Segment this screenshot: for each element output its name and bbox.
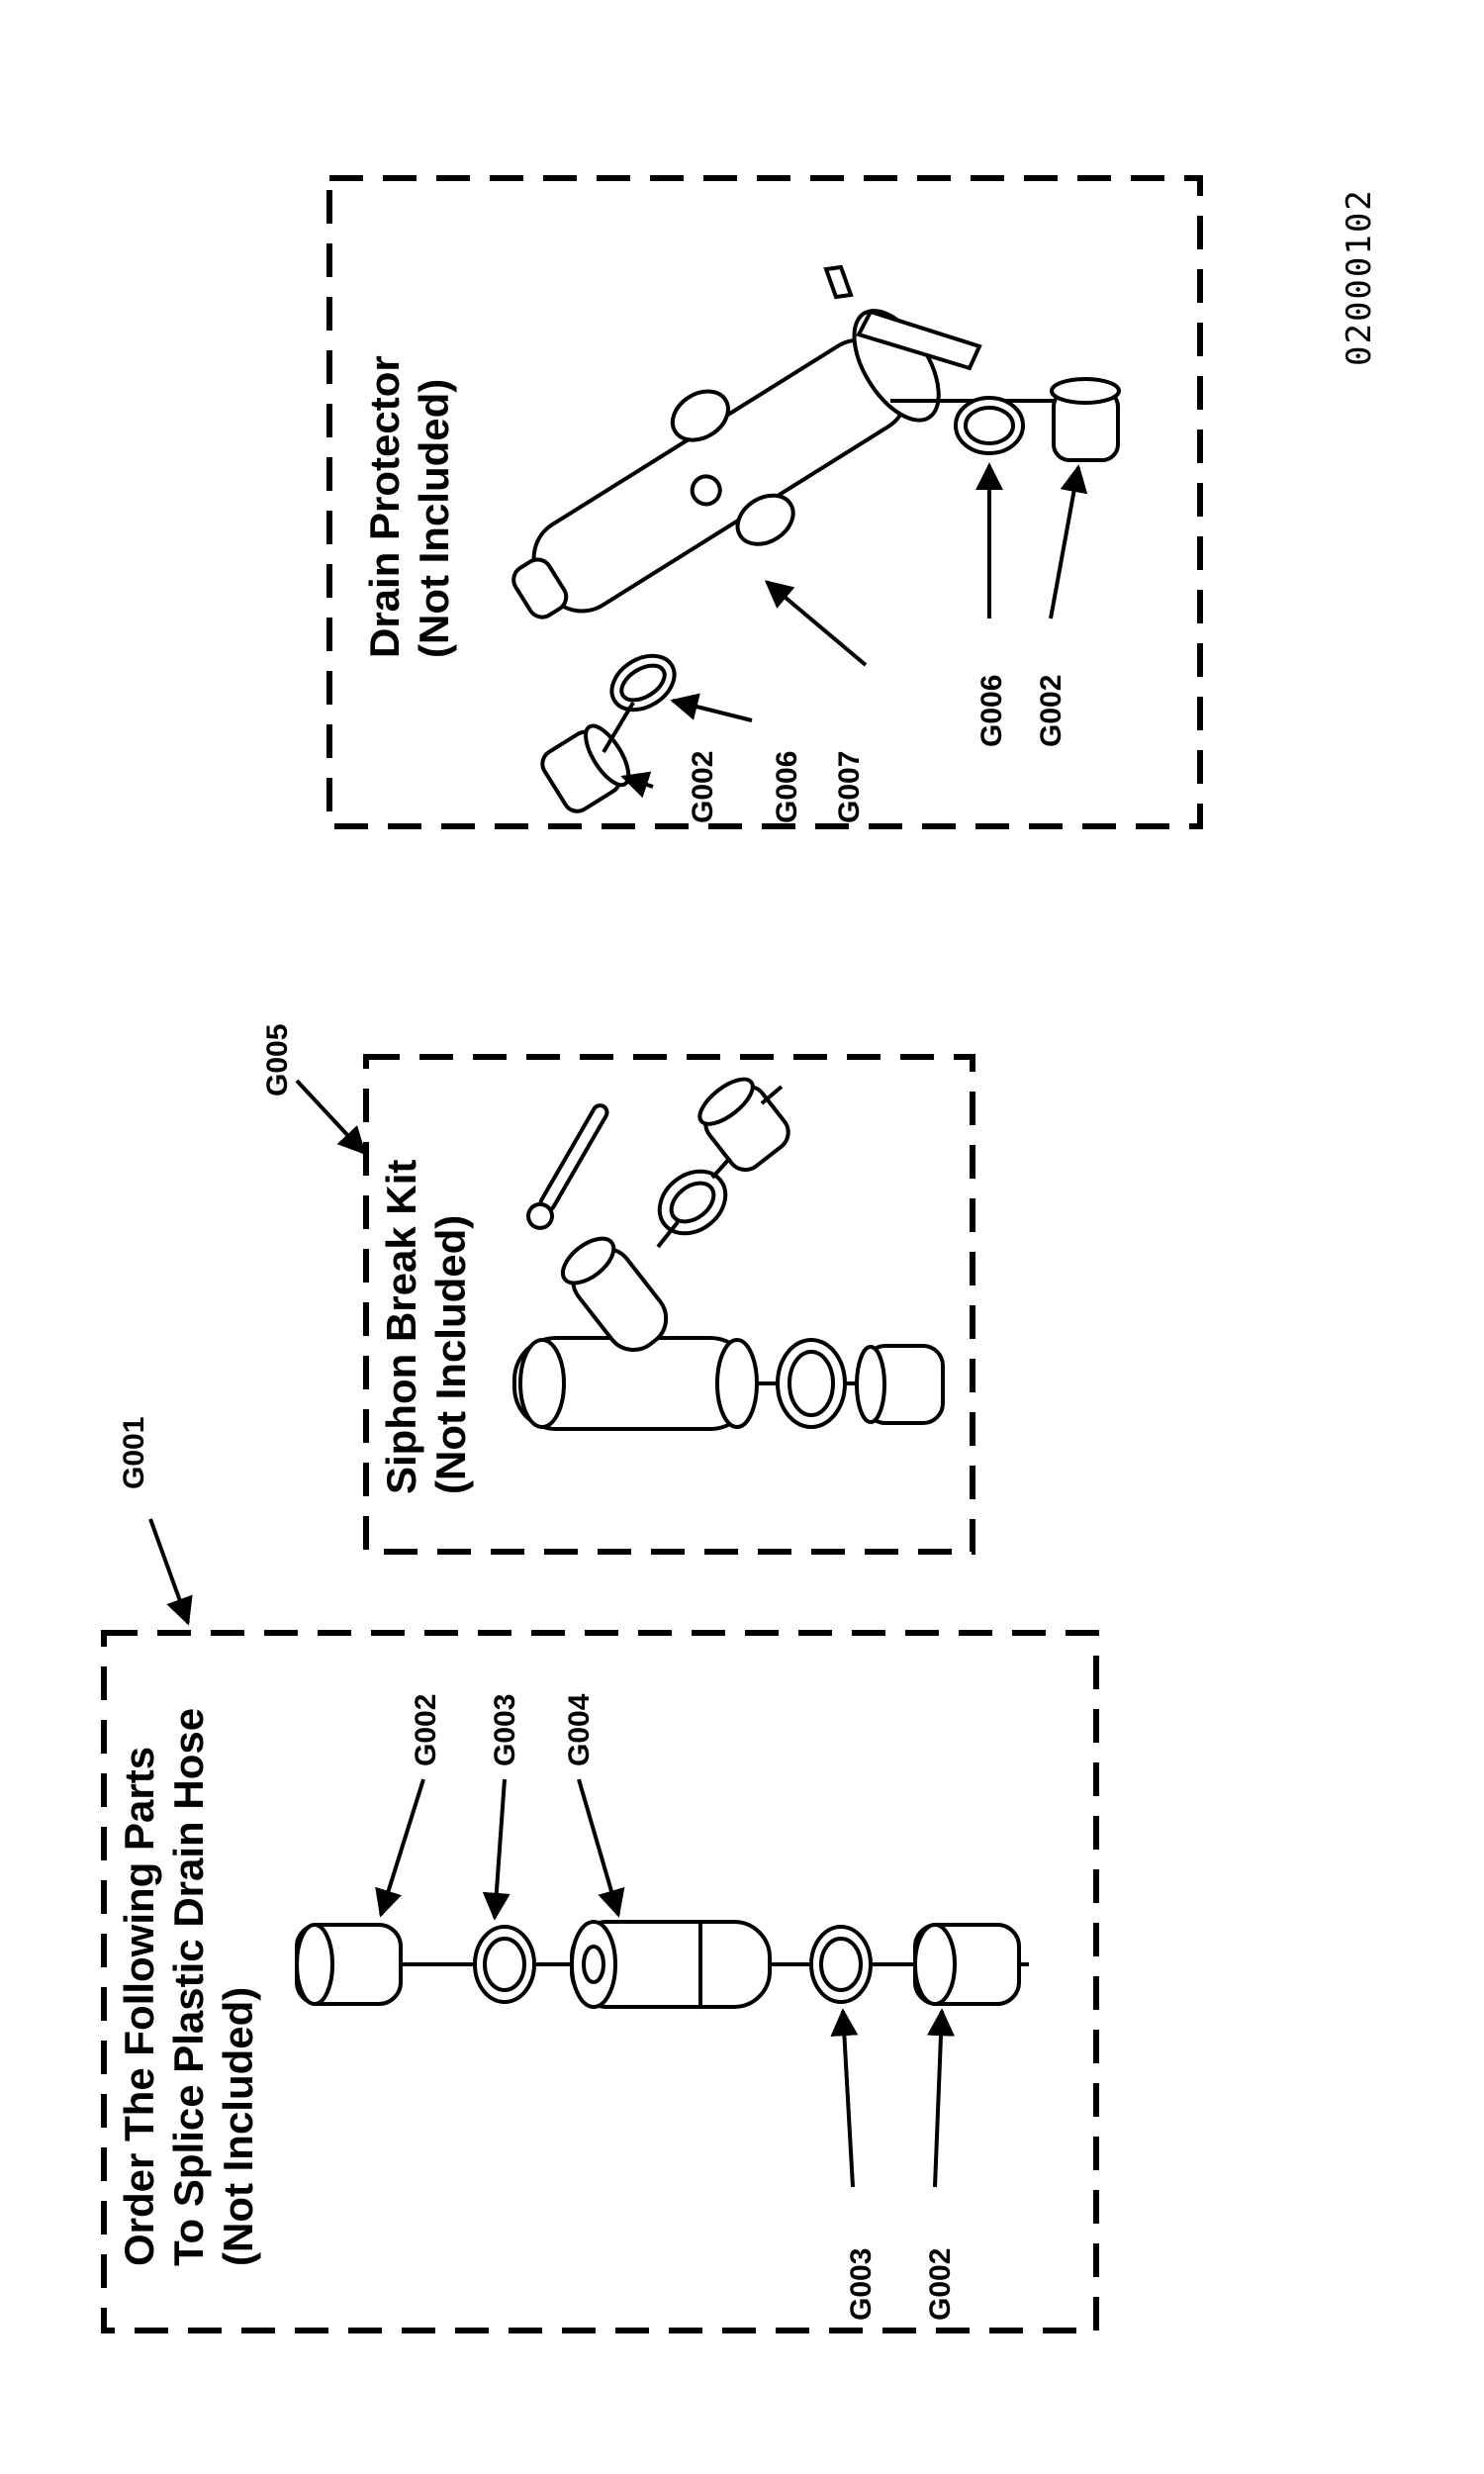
siphon-break-title-line-1: Siphon Break Kit — [378, 1160, 424, 1494]
siphon-break-title-line-2: (Not Included) — [427, 1215, 474, 1494]
siphon-break-group: Siphon Break Kit (Not Included) G005 — [261, 1024, 975, 1555]
splice-label-g003-lower: G003 — [845, 2248, 878, 2321]
arrow-drain-g007 — [764, 580, 868, 667]
arrow-splice-g002-lower — [927, 2008, 955, 2188]
splice-parts-box — [101, 1630, 1099, 2333]
splice-callout-g001: G001 — [118, 1417, 150, 1489]
splice-clamp-upper — [473, 1925, 536, 2004]
valve-handle — [856, 309, 982, 371]
document-number: 02000102 — [1340, 188, 1379, 366]
drain-coupling-upper — [540, 723, 631, 813]
splice-label-g002-lower: G002 — [924, 2248, 957, 2321]
splice-label-g004: G004 — [563, 1693, 596, 1766]
siphon-break-box — [363, 1054, 975, 1555]
drain-label-g007: G007 — [833, 751, 866, 823]
valve-lever — [823, 264, 854, 300]
arrow-drain-g006-upper — [670, 693, 753, 722]
splice-coupling-upper — [295, 1923, 403, 2006]
drain-protector-title-line-1: Drain Protector — [361, 355, 408, 658]
siphon-pin — [526, 1103, 609, 1230]
drain-label-g006-upper: G006 — [771, 751, 803, 823]
splice-clamp-lower — [809, 1925, 873, 2004]
splice-title-line-1: Order The Following Parts — [116, 1747, 162, 2266]
siphon-coupling-bottom — [855, 1344, 945, 1425]
splice-parts-group: Order The Following Parts To Splice Plas… — [101, 1417, 1099, 2333]
drain-protector-box — [326, 175, 1203, 829]
arrow-drain-g002-upper — [620, 771, 654, 799]
splice-title-line-2: To Splice Plastic Drain Hose — [165, 1708, 212, 2266]
drain-coupling-lower — [1050, 377, 1121, 462]
arrow-g001 — [148, 1518, 193, 1626]
drain-label-g006-lower: G006 — [975, 675, 1008, 747]
arrow-g005 — [295, 1079, 366, 1156]
arrow-splice-g002-upper — [375, 1778, 425, 1918]
splice-label-g003-upper: G003 — [489, 1694, 521, 1766]
splice-label-g002-upper: G002 — [410, 1694, 442, 1766]
arrow-drain-g002-lower — [1049, 464, 1088, 619]
siphon-callout-g005: G005 — [261, 1024, 294, 1096]
drain-protector-title-line-2: (Not Included) — [411, 379, 457, 658]
arrow-splice-g003-lower — [830, 2008, 859, 2188]
siphon-coupling-branch — [697, 1077, 790, 1173]
splice-title-line-3: (Not Included) — [215, 1987, 261, 2266]
siphon-tee — [512, 1236, 759, 1431]
drain-label-g002-upper: G002 — [687, 751, 719, 823]
arrow-splice-g003-upper — [482, 1778, 510, 1921]
arrow-splice-g004 — [577, 1778, 625, 1918]
drain-label-g002-lower: G002 — [1035, 675, 1067, 747]
splice-connector-tube — [570, 1920, 772, 2009]
drain-protector-group: Drain Protector (Not Included) — [326, 175, 1203, 829]
drain-protector-body — [511, 309, 941, 619]
splice-coupling-lower — [913, 1923, 1021, 2006]
